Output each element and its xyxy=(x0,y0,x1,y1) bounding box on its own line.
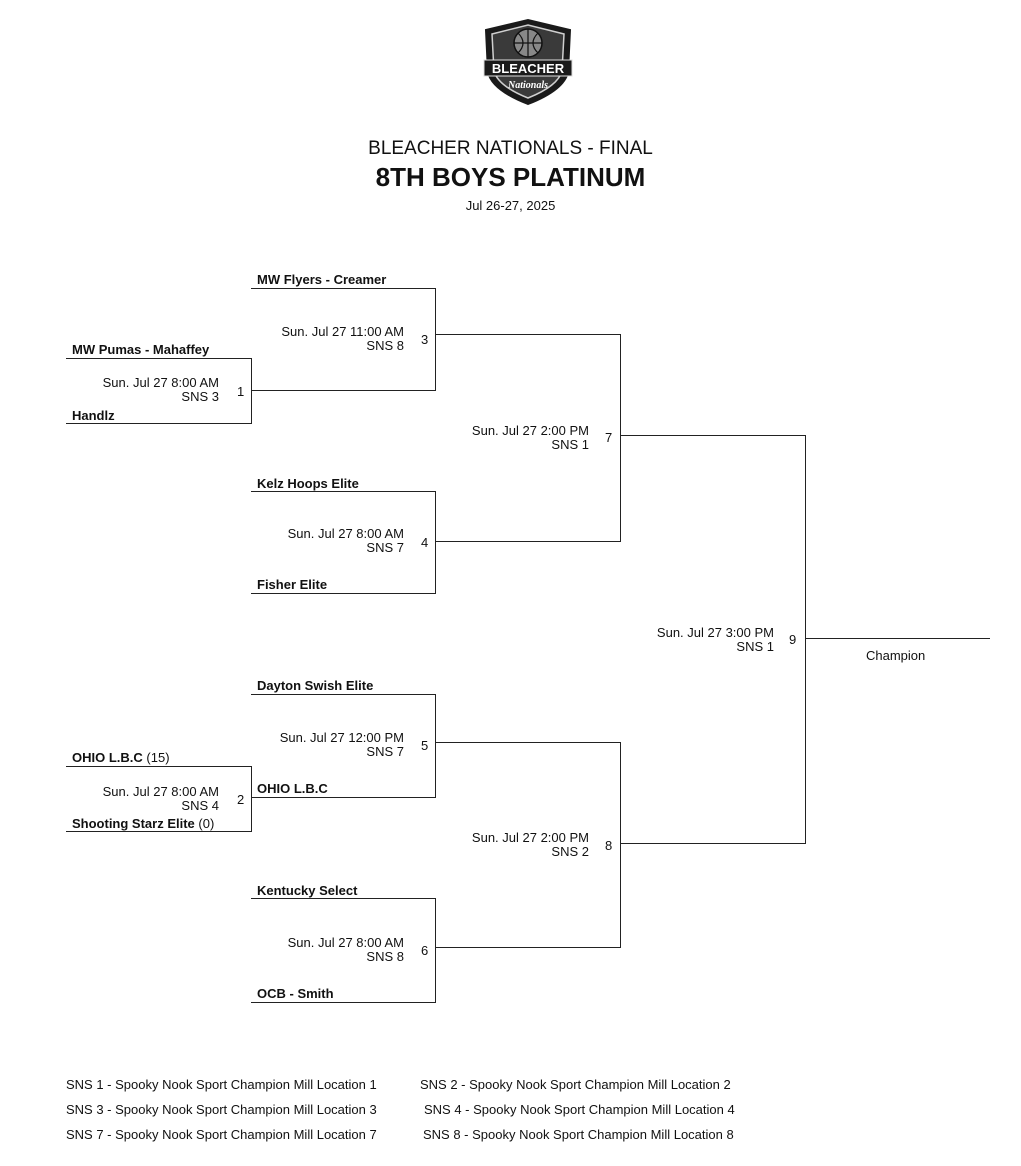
game-6-number: 6 xyxy=(421,943,429,958)
division-title: 8TH BOYS PLATINUM xyxy=(375,162,646,192)
game-3-number: 3 xyxy=(421,332,429,347)
legend-item: SNS 7 - Spooky Nook Sport Champion Mill … xyxy=(66,1127,377,1142)
logo-subtext: Nationals xyxy=(507,80,548,91)
team-kentucky-select: Kentucky Select xyxy=(257,883,358,898)
legend-item: SNS 1 - Spooky Nook Sport Champion Mill … xyxy=(66,1077,377,1092)
game-7-number: 7 xyxy=(605,430,613,445)
team-ocb-smith: OCB - Smith xyxy=(257,986,334,1001)
game-4-number: 4 xyxy=(421,535,429,550)
team-fisher-elite: Fisher Elite xyxy=(257,577,328,592)
event-name: BLEACHER NATIONALS - FINAL xyxy=(368,138,653,159)
game-1-number: 1 xyxy=(237,384,245,399)
game-8-number: 8 xyxy=(605,838,613,853)
legend-item: SNS 8 - Spooky Nook Sport Champion Mill … xyxy=(423,1127,734,1142)
legend-item: SNS 4 - Spooky Nook Sport Champion Mill … xyxy=(424,1102,735,1117)
game-5-number: 5 xyxy=(421,738,429,753)
champion-label: Champion xyxy=(866,648,926,663)
legend-item: SNS 3 - Spooky Nook Sport Champion Mill … xyxy=(66,1102,377,1117)
bleacher-nationals-logo: BLEACHER Nationals xyxy=(483,18,573,106)
team-shooting-starz-elite: Shooting Starz Elite (0) xyxy=(72,816,215,831)
game-9-number: 9 xyxy=(789,632,797,647)
team-mw-pumas-mahaffey: MW Pumas - Mahaffey xyxy=(72,342,210,357)
team-mw-flyers-creamer: MW Flyers - Creamer xyxy=(257,272,387,287)
event-dates: Jul 26-27, 2025 xyxy=(465,198,556,213)
team-ohio-lbc-advanced: OHIO L.B.C xyxy=(257,781,328,796)
logo-text: BLEACHER xyxy=(492,61,565,76)
team-kelz-hoops-elite: Kelz Hoops Elite xyxy=(257,476,359,491)
team-dayton-swish-elite: Dayton Swish Elite xyxy=(257,678,374,693)
team-handlz: Handlz xyxy=(72,408,115,423)
team-ohio-lbc: OHIO L.B.C (15) xyxy=(72,750,170,765)
game-2-number: 2 xyxy=(237,792,245,807)
legend-item: SNS 2 - Spooky Nook Sport Champion Mill … xyxy=(420,1077,731,1092)
